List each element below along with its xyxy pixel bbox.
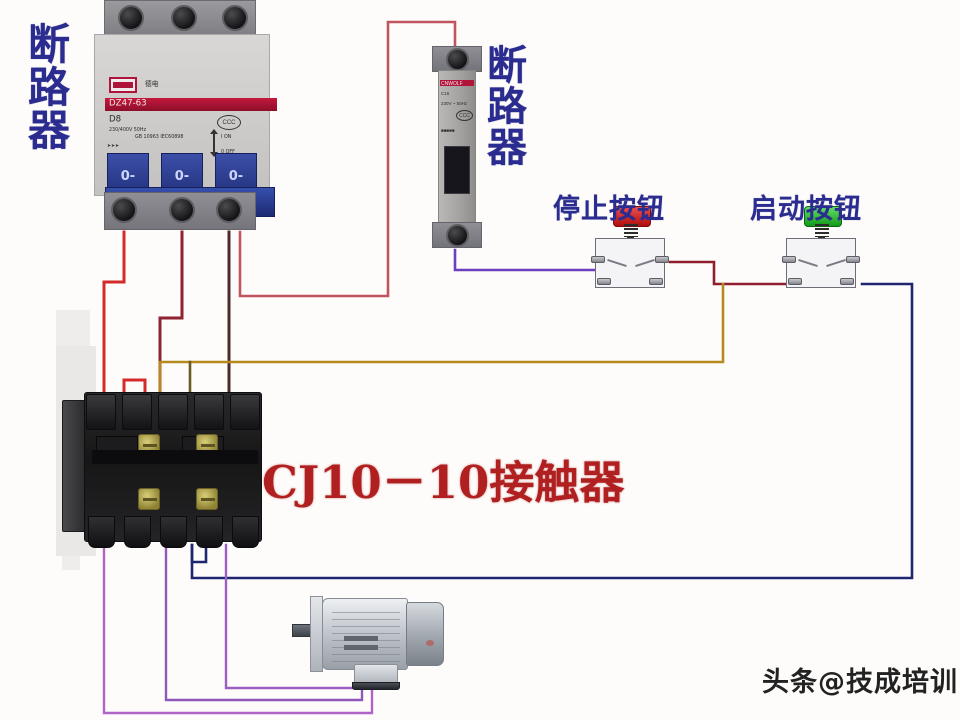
stop-terminal-bottom-left[interactable]	[597, 278, 611, 285]
contactor-screw-lower-right[interactable]	[196, 488, 218, 510]
breaker2-rating-text: 230V ~ 50Hz	[441, 101, 468, 106]
wire-purple-w	[224, 543, 354, 690]
breaker1-bottom-terminal-3[interactable]	[216, 197, 242, 223]
breaker2-footer-text: ■■■■■	[441, 128, 455, 133]
contactor-top-terminal-row	[86, 394, 268, 432]
breaker1-on-text: I ON	[221, 134, 232, 140]
breaker1-top-terminal-3[interactable]	[222, 5, 248, 31]
contactor-bottom-terminal-3[interactable]	[160, 516, 187, 548]
breaker1-standard-text: GB 10963 IEC60898	[135, 134, 184, 140]
label-start-button: 启动按钮	[750, 194, 862, 225]
circuit-breaker-1pole[interactable]: CNWOLF C16 230V ~ 50Hz CCC ■■■■■	[432, 46, 482, 250]
breaker1-bottom-terminal-1[interactable]	[111, 197, 137, 223]
breaker1-top-terminal-2[interactable]	[171, 5, 197, 31]
contactor-bottom-terminal-5[interactable]	[232, 516, 259, 548]
motor-vent-slot-1	[344, 636, 378, 641]
contactor-top-terminal-4[interactable]	[194, 394, 224, 430]
contactor-bottom-terminal-4[interactable]	[196, 516, 223, 548]
breaker2-model-text: C16	[441, 91, 450, 96]
breaker2-bottom-terminal[interactable]	[446, 224, 469, 247]
breaker2-red-band	[440, 80, 474, 86]
contactor-bottom-terminal-2[interactable]	[124, 516, 151, 548]
breaker2-ccc-mark: CCC	[456, 110, 473, 121]
stop-pushbutton[interactable]	[591, 206, 669, 292]
start-button-spring	[815, 224, 829, 237]
breaker1-housing: 德电 DZ47-63 D8 230/400V 50Hz GB 10963 IEC…	[94, 34, 277, 230]
contactor-mid-groove	[92, 450, 258, 464]
breaker1-top-terminal-1[interactable]	[118, 5, 144, 31]
breaker1-brand-mark	[109, 77, 137, 93]
wire-purple-v	[164, 543, 364, 702]
wire-red-l1	[102, 230, 126, 420]
wire-navy-start-to-contactor	[190, 282, 914, 580]
motor-nameplate-dot	[426, 640, 434, 646]
breaker2-bottom-rail	[432, 222, 482, 248]
wire-navy-aux-hook	[190, 543, 208, 564]
stop-terminal-top-left[interactable]	[591, 256, 605, 263]
contactor-screw-lower-left[interactable]	[138, 488, 160, 510]
breaker1-brand-text: 德电	[145, 80, 159, 88]
breaker2-brand-text: CNWOLF	[441, 81, 463, 87]
breaker2-lever-window[interactable]	[444, 146, 470, 194]
induction-motor[interactable]	[292, 592, 454, 692]
label-contactor-model: CJ10－10接触器	[262, 456, 625, 509]
motor-junction-box-gland	[352, 682, 400, 690]
start-terminal-top-right[interactable]	[846, 256, 860, 263]
contactor-bottom-terminal-1[interactable]	[88, 516, 115, 548]
stop-terminal-top-right[interactable]	[655, 256, 669, 263]
contactor-cj10-10[interactable]	[56, 346, 272, 556]
motor-fan-cover	[406, 602, 444, 666]
start-terminal-top-left[interactable]	[782, 256, 796, 263]
breaker1-schematic-mark: ➤➤➤	[107, 143, 120, 149]
breaker1-off-text: 0 OFF	[221, 149, 235, 155]
contactor-top-terminal-2[interactable]	[122, 394, 152, 430]
start-pushbutton[interactable]	[782, 206, 860, 292]
start-terminal-bottom-left[interactable]	[788, 278, 802, 285]
wire-purple-u	[102, 543, 374, 715]
breaker1-ccc-mark: CCC	[217, 115, 241, 130]
stop-button-spring	[624, 224, 638, 237]
breaker1-rating-text: 230/400V 50Hz	[109, 127, 146, 133]
watermark-text: 头条@技成培训	[762, 667, 958, 698]
contactor-top-terminal-1[interactable]	[86, 394, 116, 430]
breaker1-bottom-terminal-2[interactable]	[169, 197, 195, 223]
breaker1-model-text: DZ47-63	[109, 99, 147, 109]
contactor-top-terminal-3[interactable]	[158, 394, 188, 430]
contactor-top-terminal-5[interactable]	[230, 394, 260, 430]
label-breaker-1: 断 路 器	[28, 20, 72, 155]
motor-cooling-fins	[332, 606, 400, 662]
circuit-breaker-3pole[interactable]: 德电 DZ47-63 D8 230/400V 50Hz GB 10963 IEC…	[86, 0, 277, 232]
wire-yellow-coil	[158, 282, 725, 422]
breaker2-top-terminal[interactable]	[446, 48, 469, 71]
contactor-din-clip	[62, 400, 86, 532]
breaker1-direction-arrow	[210, 129, 218, 157]
label-breaker-2: 断 路 器	[487, 43, 528, 171]
wire-red-to-breaker2	[238, 20, 457, 298]
label-stop-button: 停止按钮	[553, 194, 665, 225]
wire-violet-breaker2-to-stop	[453, 248, 596, 272]
motor-vent-slot-2	[344, 645, 378, 650]
wire-red-stop-to-start	[668, 260, 788, 286]
breaker1-curve-text: D8	[109, 115, 122, 125]
start-terminal-bottom-right[interactable]	[840, 278, 854, 285]
breaker1-red-band	[105, 98, 277, 111]
stop-terminal-bottom-right[interactable]	[649, 278, 663, 285]
contactor-bottom-terminal-row	[86, 516, 268, 550]
